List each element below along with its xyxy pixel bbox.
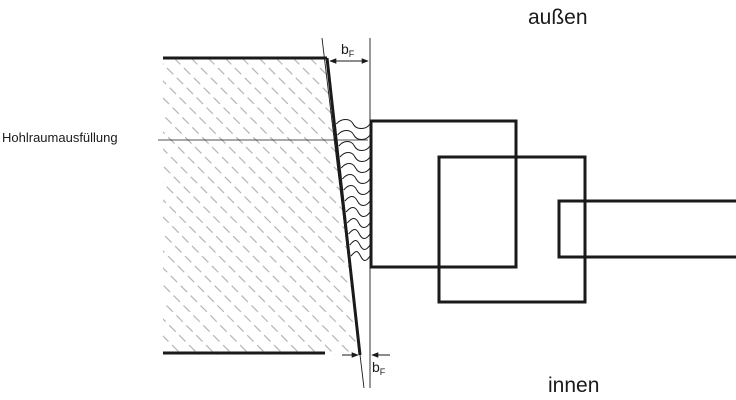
hatch-line (163, 58, 288, 355)
cavity-wave (349, 240, 371, 250)
sash-profile (437, 155, 587, 304)
hatch-line (163, 58, 360, 355)
cavity-wave (344, 196, 371, 206)
hatch-line (163, 58, 186, 355)
cavity-wave (350, 251, 371, 261)
cavity-wave (340, 163, 371, 173)
hatch-line (190, 58, 360, 355)
label-inside: innen (548, 374, 599, 397)
hatch-line (207, 58, 360, 355)
hatch-line (163, 58, 360, 355)
hatch-line (258, 58, 360, 355)
hatch-line (163, 58, 271, 355)
hatch-line (0, 58, 134, 358)
hatch-line (163, 58, 360, 355)
hatch-line (241, 58, 360, 355)
hatch-line (163, 58, 305, 355)
hatch-line (163, 58, 237, 355)
hatch-line (163, 58, 169, 355)
construction-line-slanted (321, 37, 365, 389)
hatch-line (163, 58, 322, 355)
hatch-line (361, 58, 661, 358)
hatch-line (0, 58, 117, 358)
cavity-fill-waves (335, 119, 371, 261)
cavity-wave (342, 174, 371, 184)
glazing-profile (557, 199, 736, 259)
hatch-line (163, 58, 254, 355)
hatch-line (163, 58, 356, 355)
hatch-line (292, 58, 360, 355)
hatch-line (163, 58, 360, 355)
hatch-line (163, 58, 220, 355)
cavity-wave (345, 207, 371, 217)
label-gap-bottom: bF (372, 359, 386, 377)
label-gap-top: bF (341, 41, 355, 59)
cavity-wave (338, 141, 371, 151)
cavity-wave (339, 152, 371, 162)
cavity-wave (337, 130, 371, 140)
cavity-wave (335, 119, 371, 129)
cavity-wave (348, 229, 371, 239)
hatch-line (163, 58, 339, 355)
label-cavity-fill: Hohlraumausfüllung (2, 130, 118, 145)
hatch-line (378, 58, 678, 358)
wall-hatching (0, 58, 678, 358)
hatch-line (224, 58, 360, 355)
cavity-wave (343, 185, 371, 195)
frame-profile-outer (369, 119, 518, 269)
hatch-line (163, 58, 360, 355)
hatch-line (173, 58, 360, 355)
label-outside: außen (528, 6, 588, 29)
hatch-line (0, 58, 100, 358)
hatch-line (0, 58, 151, 358)
hatch-line (275, 58, 360, 355)
cavity-wave (346, 218, 371, 228)
hatch-line (343, 58, 360, 355)
hatch-line (163, 58, 360, 355)
